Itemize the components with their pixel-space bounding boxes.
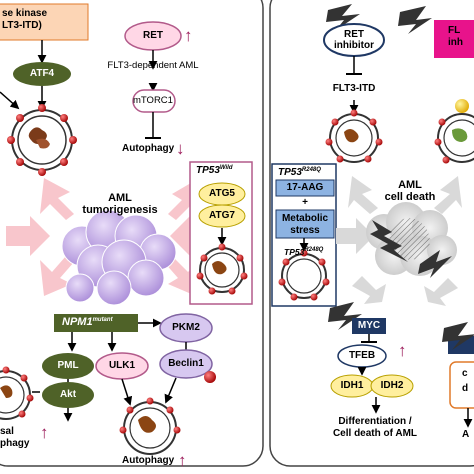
pml-label: PML xyxy=(57,360,79,371)
autophagy-top-label: Autophagy xyxy=(122,143,175,154)
kinase-box xyxy=(0,3,89,41)
aag-label: 17-AAG xyxy=(286,182,324,193)
atf4-label: ATF4 xyxy=(29,68,55,79)
ret-up-arrow: ↑ xyxy=(184,26,193,45)
atg5-label: ATG5 xyxy=(209,188,235,199)
autophagosome-bottom-left xyxy=(0,366,34,420)
aml-tumorigenesis-label: AML tumorigenesis xyxy=(82,192,158,217)
right-edge-label-c: A xyxy=(462,429,470,440)
autophagy-up-arrow: ↑ xyxy=(178,451,187,470)
idh1-label: IDH1 xyxy=(340,380,364,391)
mtorc1-node xyxy=(132,89,176,113)
flt-inhibitor-label: FL inh xyxy=(448,25,463,48)
autophagosome-bottom xyxy=(119,397,181,455)
flt-inhibitor-box xyxy=(434,20,474,58)
beclin1-label: Beclin1 xyxy=(168,358,204,369)
lower-left-up-arrow: ↑ xyxy=(40,423,49,442)
metabolic-stress-label: Metabolic stress xyxy=(281,213,329,236)
autophagy-down-arrow: ↓ xyxy=(176,139,185,158)
ulk1-label: ULK1 xyxy=(108,360,136,371)
autophagosome-tp53-wild xyxy=(196,243,248,295)
tp53-mutant-label: TP53R248Q xyxy=(278,167,321,178)
kinase-label: se kinase LT3-ITD) xyxy=(2,8,48,31)
mtorc1-label: mTORC1 xyxy=(133,95,173,106)
lightning-top xyxy=(326,4,360,30)
right-edge-label-b: d xyxy=(462,383,469,394)
aag-box xyxy=(275,179,335,197)
ret-label: RET xyxy=(143,30,163,41)
akt-label: Akt xyxy=(59,389,77,400)
ret-inhibitor-label: RET inhibitor xyxy=(334,29,374,51)
flt3-dependent-label: FLT3-dependent AML xyxy=(107,60,199,71)
flt3-itd-label: FLT3-ITD xyxy=(332,83,376,94)
autophagosome-right-center xyxy=(325,109,383,163)
lightning-top-right xyxy=(398,6,432,34)
npm1-mutant-label: NPM1mutant xyxy=(62,316,113,328)
tp53-wild-label: TP53Wild xyxy=(196,165,233,176)
myc-box xyxy=(352,318,386,334)
tfeb-label: TFEB xyxy=(348,350,376,361)
atf4-node xyxy=(13,62,71,86)
aml-cell-cluster xyxy=(61,209,177,306)
beclin1-node xyxy=(159,349,213,379)
differentiation-label: Differentiation / Cell death of AML xyxy=(332,416,418,439)
tfeb-up-arrow: ↑ xyxy=(398,341,407,360)
lower-left-label: sal phagy xyxy=(0,426,30,449)
lightning-center xyxy=(370,220,408,262)
idh2-label: IDH2 xyxy=(380,380,404,391)
autophagosome-top-left xyxy=(7,104,77,176)
lightning-myc xyxy=(328,302,362,330)
plus-label: + xyxy=(302,197,308,208)
yellow-ball xyxy=(455,99,469,113)
npm1-bar xyxy=(54,314,138,332)
atg7-node xyxy=(198,204,246,228)
idh2-node xyxy=(370,374,414,398)
right-edge-label-a: c xyxy=(462,368,468,379)
lightning-center-right xyxy=(418,250,452,278)
beclin1-dot xyxy=(204,371,216,383)
lightning-right-edge xyxy=(442,322,474,350)
autophagy-bottom-label: Autophagy xyxy=(122,455,175,466)
grey-arrows xyxy=(336,176,462,306)
aml-cell-death-label: AML cell death xyxy=(384,179,436,203)
tp53-vesicle-label: TP53R248Q xyxy=(284,247,324,257)
pml-node xyxy=(42,353,94,379)
autophagosome-tp53-mutant xyxy=(278,249,330,301)
right-edge-orange-box xyxy=(449,361,474,409)
atg7-label: ATG7 xyxy=(209,210,235,221)
pkm2-label: PKM2 xyxy=(172,322,200,333)
metabolic-stress-box xyxy=(275,209,335,239)
myc-label: MYC xyxy=(357,320,381,331)
akt-node xyxy=(42,382,94,408)
autophagosome-right-edge xyxy=(434,113,474,164)
